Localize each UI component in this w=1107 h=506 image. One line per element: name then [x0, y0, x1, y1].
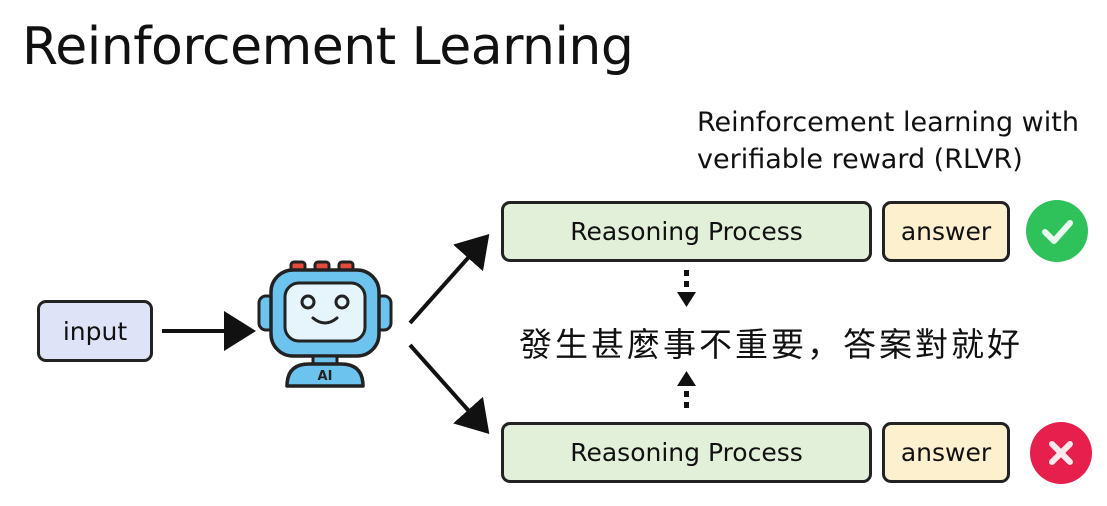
rlvr-caption-line1: Reinforcement learning with	[697, 107, 1079, 138]
input-box: input	[37, 300, 153, 362]
bottom-reasoning-box: Reasoning Process	[501, 422, 872, 483]
rlvr-caption-line2: verifiable reward (RLVR)	[697, 144, 1023, 175]
robot-to-top-arrow	[408, 234, 490, 325]
dotted-arrow-down	[677, 270, 696, 307]
top-reasoning-box: Reasoning Process	[501, 201, 872, 262]
robot-icon	[257, 260, 393, 388]
bottom-answer-label: answer	[900, 438, 992, 467]
cross-icon	[1030, 422, 1092, 484]
bottom-answer-box: answer	[882, 422, 1010, 483]
top-reasoning-label: Reasoning Process	[570, 217, 803, 246]
check-icon	[1026, 200, 1088, 262]
dotted-arrow-up	[677, 371, 696, 408]
rlvr-caption: Reinforcement learning with verifiable r…	[697, 104, 1079, 178]
input-label: input	[62, 316, 128, 346]
middle-statement: 發生甚麼事不重要，答案對就好	[519, 325, 1023, 364]
robot-badge: AI	[318, 369, 333, 384]
robot-to-bottom-arrow	[408, 343, 490, 434]
top-answer-label: answer	[900, 217, 992, 246]
top-answer-box: answer	[882, 201, 1010, 262]
slide-title: Reinforcement Learning	[22, 17, 634, 77]
bottom-reasoning-label: Reasoning Process	[570, 438, 803, 467]
